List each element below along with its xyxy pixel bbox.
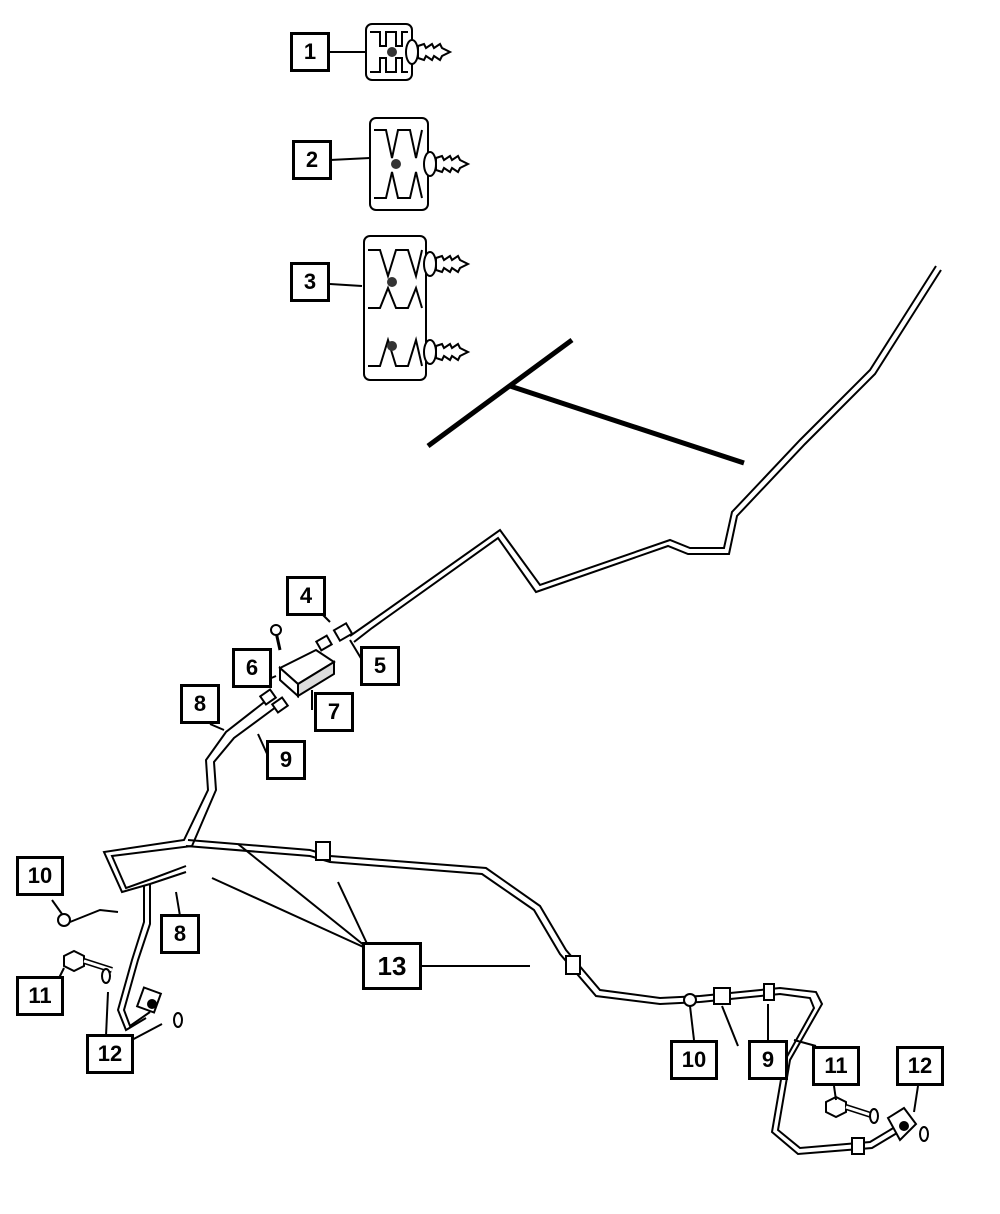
clip-single-part	[365, 23, 451, 81]
callout-5: 5	[360, 646, 400, 686]
callout-9-right: 9	[748, 1040, 788, 1080]
brake-line-left	[102, 688, 290, 894]
clip-triple-part	[363, 235, 469, 381]
brake-line-main	[349, 265, 942, 643]
banjo-bolt-left	[64, 951, 112, 971]
brake-line-right	[185, 839, 701, 1006]
clip-double-part	[369, 117, 469, 211]
callout-6: 6	[232, 648, 272, 688]
callout-1: 1	[290, 32, 330, 72]
callout-11-right: 11	[812, 1046, 860, 1086]
banjo-bolt-right	[826, 1097, 874, 1117]
callout-4: 4	[286, 576, 326, 616]
callout-2: 2	[292, 140, 332, 180]
washer-left	[101, 968, 183, 1028]
junction-block	[270, 621, 354, 699]
banjo-fitting-right	[886, 1106, 929, 1142]
callout-11-left: 11	[16, 976, 64, 1016]
callout-12-left: 12	[86, 1034, 134, 1074]
callout-3: 3	[290, 262, 330, 302]
callout-10-right: 10	[670, 1040, 718, 1080]
callout-8-lower: 8	[160, 914, 200, 954]
flex-hose-left	[116, 884, 163, 1032]
orientation-indicator	[426, 337, 745, 466]
washer-right	[869, 1108, 879, 1124]
callout-12-right: 12	[896, 1046, 944, 1086]
callout-7: 7	[314, 692, 354, 732]
callout-13: 13	[362, 942, 422, 990]
callout-9-left: 9	[266, 740, 306, 780]
fitting-left	[57, 908, 119, 927]
callout-8-upper: 8	[180, 684, 220, 724]
callout-10-left: 10	[16, 856, 64, 896]
